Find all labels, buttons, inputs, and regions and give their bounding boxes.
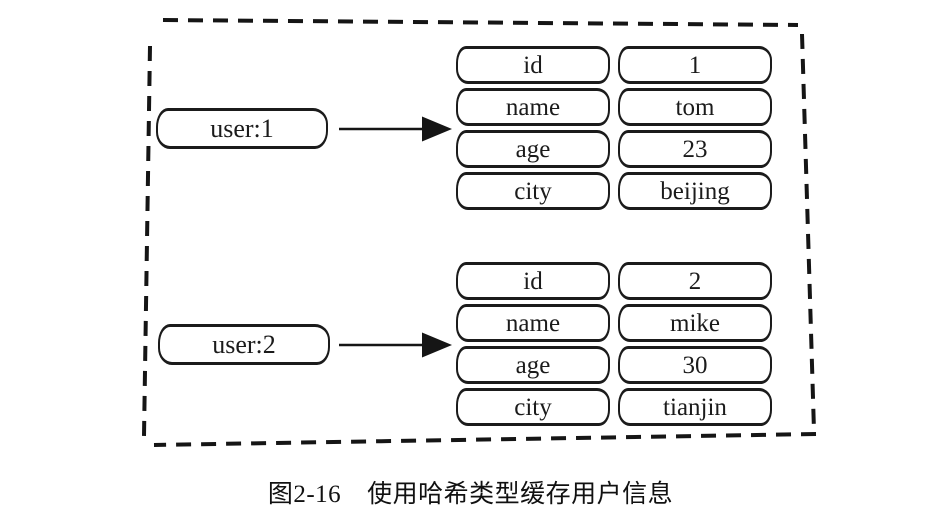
hash-value-cell: beijing (618, 172, 772, 210)
hash-table-user1: id 1 name tom age 23 city beijing (456, 46, 772, 210)
hash-table-user2: id 2 name mike age 30 city tianjin (456, 262, 772, 426)
dashed-boundary (142, 18, 817, 447)
hash-value-cell: 23 (618, 130, 772, 168)
figure-caption-text: 使用哈希类型缓存用户信息 (367, 481, 674, 508)
hash-row: name mike (456, 304, 772, 342)
hash-row: id 2 (456, 262, 772, 300)
hash-field-cell: city (456, 172, 610, 210)
hash-row: city tianjin (456, 388, 772, 426)
figure-caption: 图2-16 使用哈希类型缓存用户信息 (0, 474, 941, 510)
figure-caption-label: 图2-16 (267, 481, 342, 508)
hash-field-cell: name (456, 88, 610, 126)
hash-value-cell: 2 (618, 262, 772, 300)
hash-field-cell: age (456, 346, 610, 384)
hash-value-cell: tianjin (618, 388, 772, 426)
hash-row: age 30 (456, 346, 772, 384)
hash-field-cell: city (456, 388, 610, 426)
hash-value-cell: 30 (618, 346, 772, 384)
key-box-user1: user:1 (156, 108, 328, 149)
hash-value-cell: tom (618, 88, 772, 126)
hash-value-cell: mike (618, 304, 772, 342)
hash-row: id 1 (456, 46, 772, 84)
key-box-user2: user:2 (158, 324, 330, 365)
hash-row: city beijing (456, 172, 772, 210)
hash-field-cell: name (456, 304, 610, 342)
hash-field-cell: id (456, 262, 610, 300)
hash-field-cell: id (456, 46, 610, 84)
hash-value-cell: 1 (618, 46, 772, 84)
hash-row: age 23 (456, 130, 772, 168)
hash-field-cell: age (456, 130, 610, 168)
hash-row: name tom (456, 88, 772, 126)
